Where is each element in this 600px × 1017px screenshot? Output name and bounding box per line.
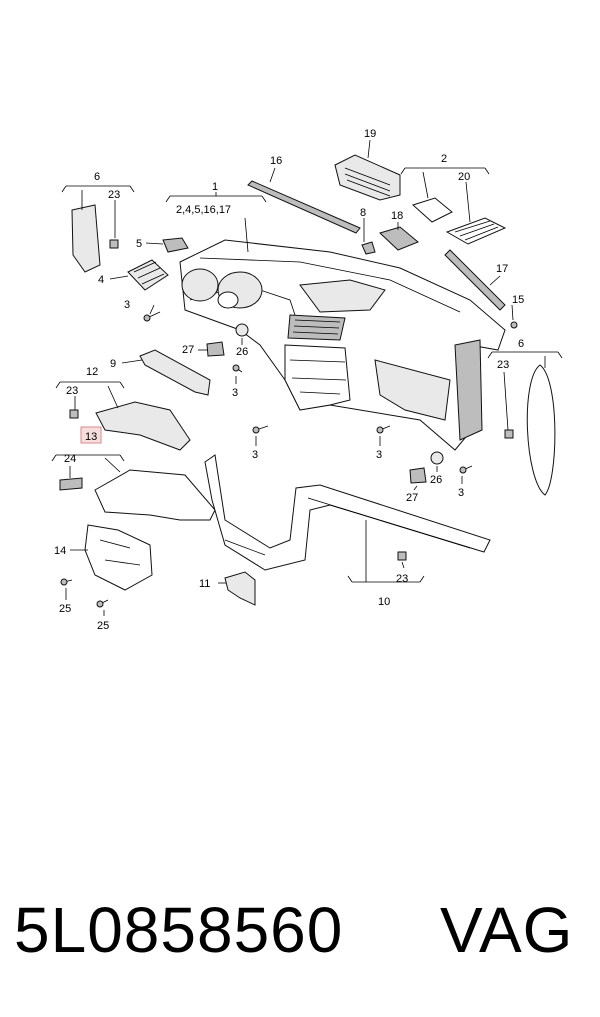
- callout-23-c: 23: [497, 359, 509, 371]
- callout-13-highlight: [80, 426, 102, 444]
- callout-25-a: 25: [59, 603, 71, 615]
- callout-4: 4: [98, 274, 104, 286]
- part-9-trim: [139, 349, 211, 396]
- callout-23-a: 23: [108, 189, 120, 201]
- part-5-vent: [162, 237, 189, 253]
- callout-27-b: 27: [406, 492, 418, 504]
- brand-label: VAG: [440, 894, 574, 966]
- callout-12: 12: [86, 366, 98, 378]
- clips-26-27: [206, 323, 444, 484]
- part-16-defroster-strip: [247, 180, 361, 234]
- part-17-strip: [444, 249, 506, 311]
- callout-9: 9: [110, 358, 116, 370]
- part-23-clip-a: [109, 239, 119, 249]
- callout-3-b: 3: [232, 387, 238, 399]
- part-23-clip-b: [69, 409, 79, 419]
- dashboard-main-part: [179, 239, 506, 451]
- callout-10: 10: [378, 596, 390, 608]
- footer: 5L0858560 VAG: [0, 885, 600, 975]
- callout-23-d: 23: [396, 573, 408, 585]
- callout-11: 11: [199, 578, 210, 590]
- callout-14: 14: [54, 545, 66, 557]
- leader-lines: [51, 139, 563, 616]
- callout-13: 13: [85, 431, 97, 443]
- part-4-vent: [127, 259, 169, 291]
- callout-3-c: 3: [252, 449, 258, 461]
- part-19-vent: [334, 154, 401, 201]
- part-6-right-cover: [526, 364, 556, 496]
- callout-24: 24: [64, 453, 76, 465]
- part-8-clip: [361, 241, 376, 255]
- callout-6-right: 6: [518, 338, 524, 350]
- part-number: 5L0858560: [14, 894, 344, 966]
- part-2-cover: [412, 197, 453, 223]
- callout-16: 16: [270, 155, 282, 167]
- callout-26-b: 26: [430, 474, 442, 486]
- callout-1-subparts: 2,4,5,16,17: [176, 204, 231, 216]
- part-15-bolt: [510, 321, 518, 329]
- callout-25-b: 25: [97, 620, 109, 632]
- callout-15: 15: [512, 294, 524, 306]
- part-10-frame: [204, 454, 491, 571]
- callout-17: 17: [496, 263, 508, 275]
- callout-18: 18: [391, 210, 403, 222]
- callout-23-b: 23: [66, 385, 78, 397]
- callout-27-a: 27: [182, 344, 194, 356]
- part-12-trim: [95, 401, 191, 451]
- callout-3-a: 3: [124, 299, 130, 311]
- part-11-bracket: [224, 571, 256, 606]
- callout-8: 8: [360, 207, 366, 219]
- callout-2: 2: [441, 153, 447, 165]
- part-24-clip: [59, 477, 83, 491]
- part-6-left-cover: [71, 204, 101, 273]
- part-23-clip-c: [504, 429, 514, 439]
- part-14-trim: [84, 524, 153, 591]
- exploded-parts-diagram: 1 2,4,5,16,17 2 6 23 16 19 20 8 18 5 4 1…: [51, 128, 563, 632]
- callout-1: 1: [212, 181, 218, 193]
- callout-3-e: 3: [458, 487, 464, 499]
- callout-19: 19: [364, 128, 376, 140]
- callout-5: 5: [136, 238, 142, 250]
- screws: [60, 311, 473, 608]
- callout-26-a: 26: [236, 346, 248, 358]
- part-23-clip-d: [397, 551, 407, 561]
- part-18-vent: [379, 226, 419, 251]
- callout-3-d: 3: [376, 449, 382, 461]
- callout-20: 20: [458, 171, 470, 183]
- part-13-column-shroud: [94, 469, 216, 521]
- callout-6-left: 6: [94, 171, 100, 183]
- part-20-grille: [445, 217, 507, 245]
